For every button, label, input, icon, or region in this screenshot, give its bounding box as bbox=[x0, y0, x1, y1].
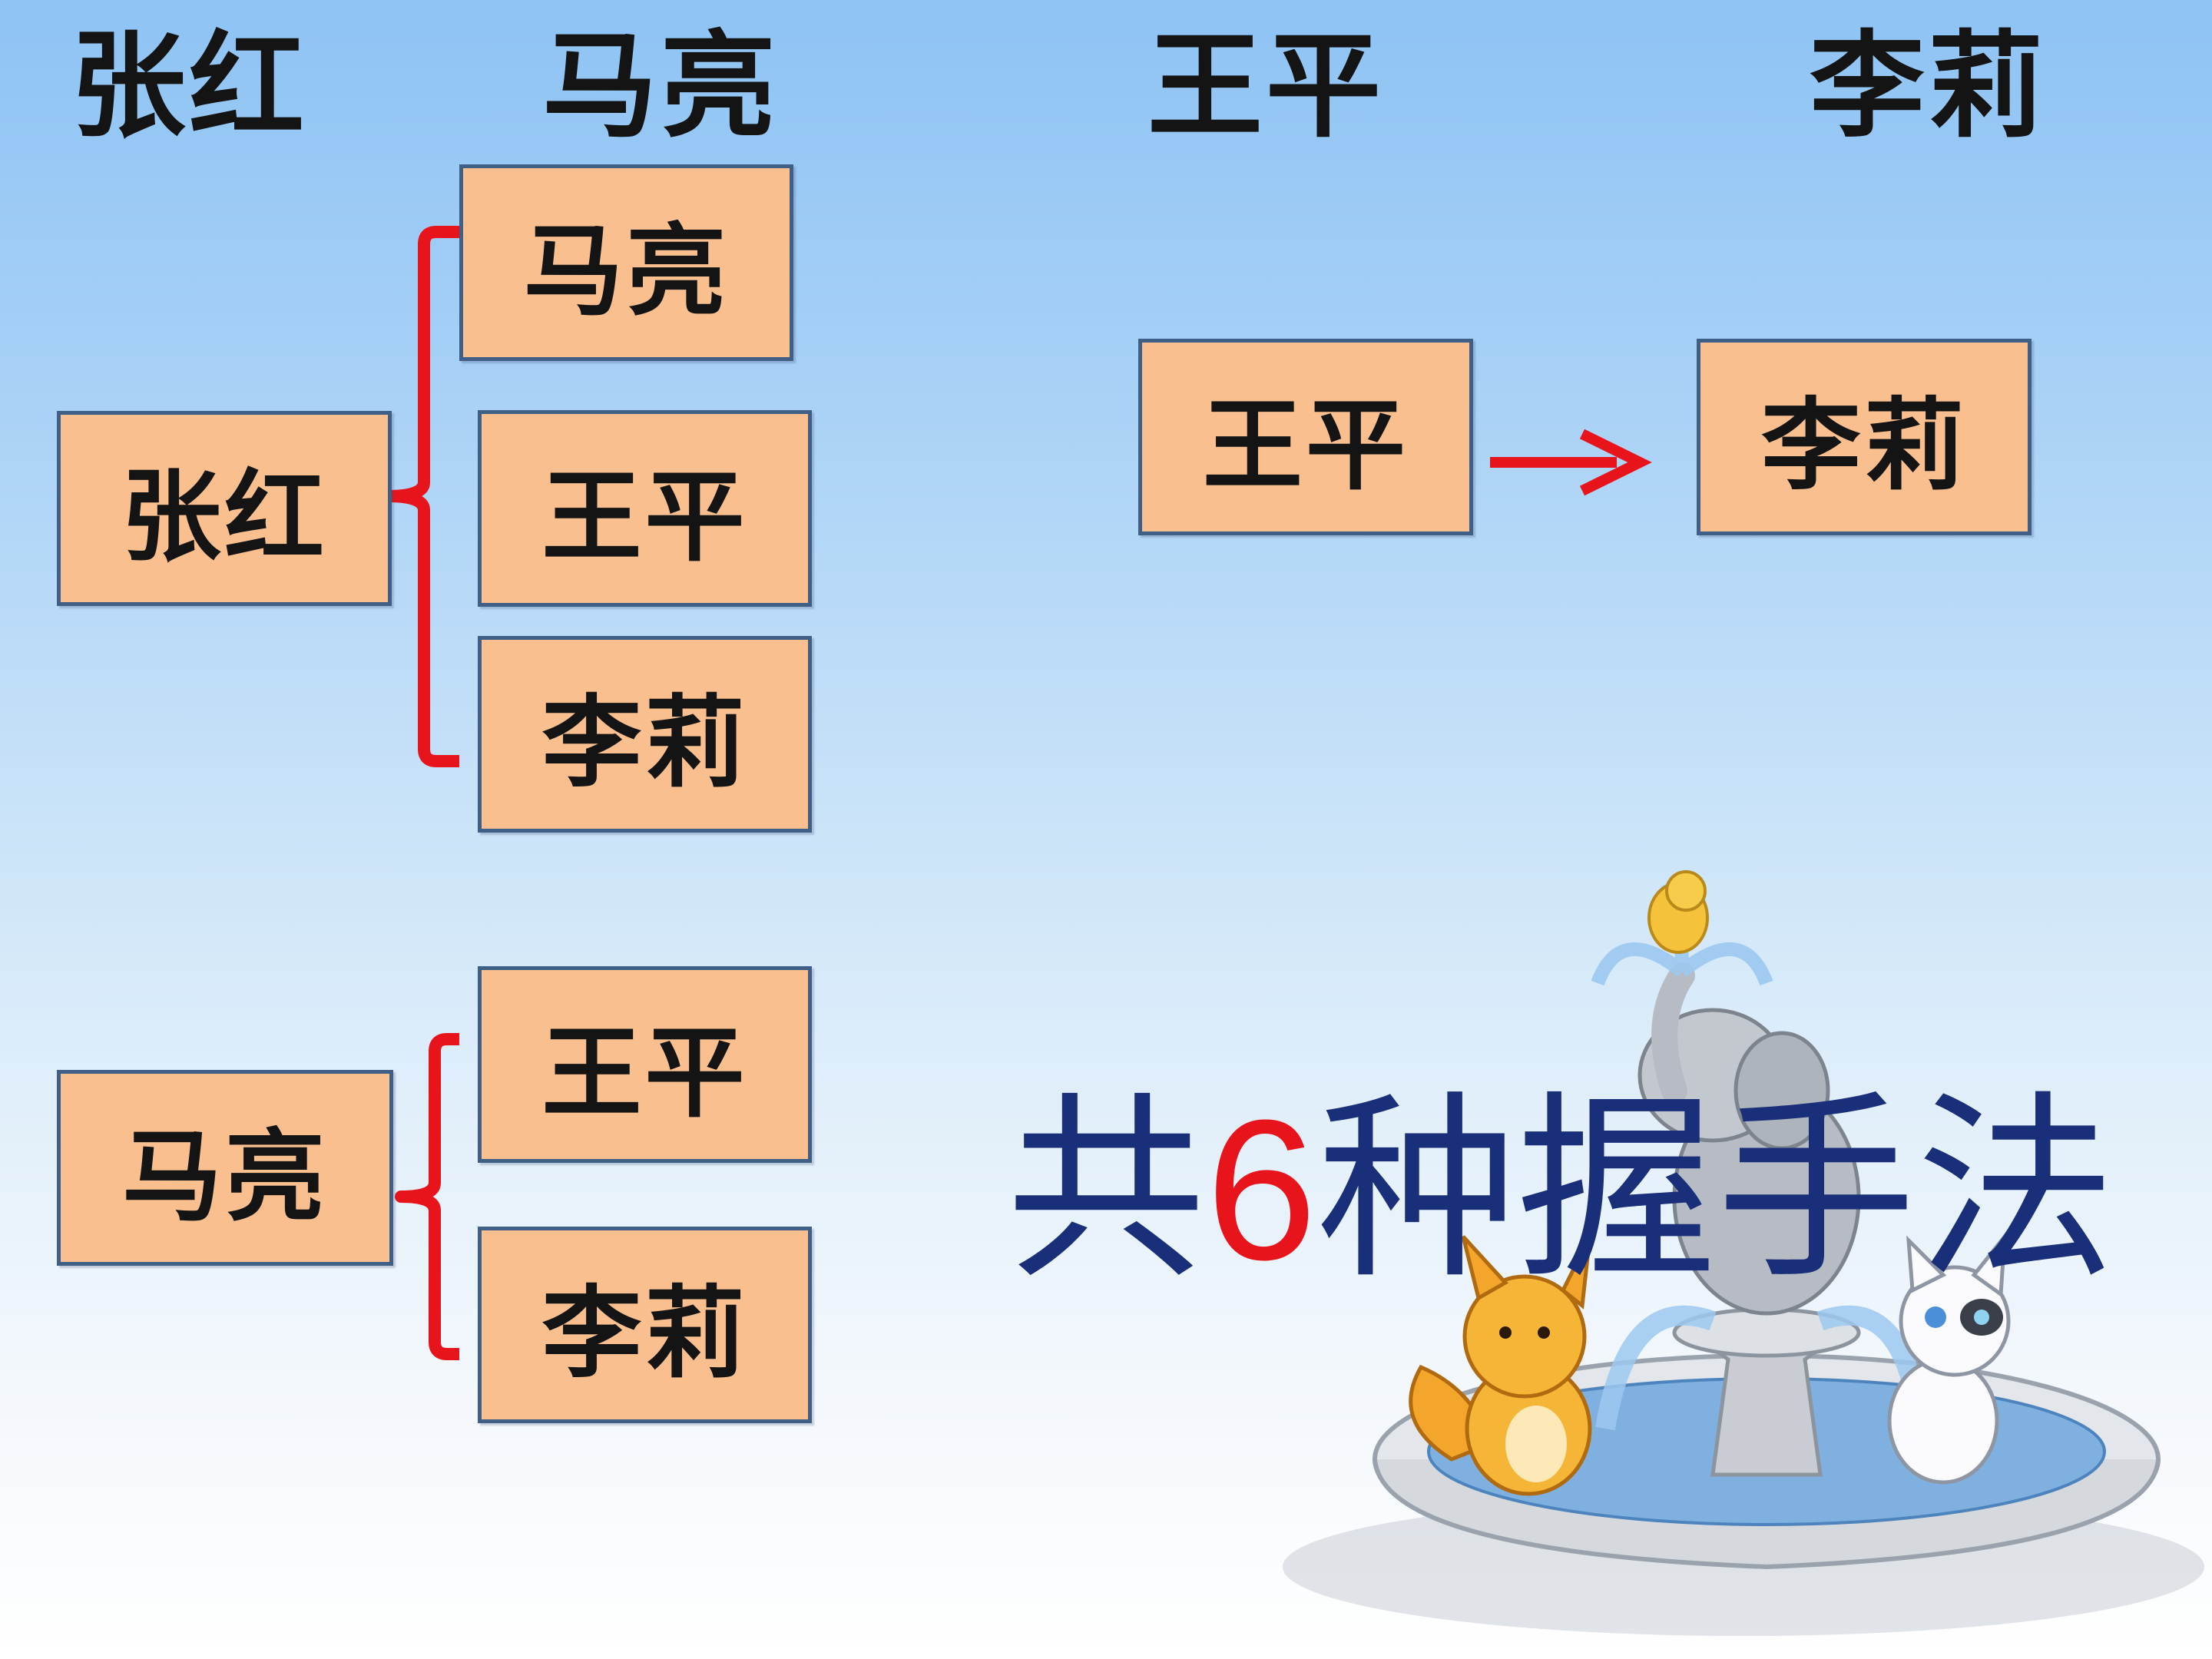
header-zhanghong: 张红 bbox=[71, 20, 308, 154]
source-box-wangping: 王平 bbox=[1138, 339, 1473, 535]
fox-head bbox=[1462, 1274, 1587, 1399]
chick-head bbox=[1665, 870, 1707, 912]
cat-eye-left bbox=[1925, 1306, 1946, 1328]
fox-eye-left bbox=[1499, 1326, 1512, 1339]
summary-prefix: 共 bbox=[1006, 1075, 1206, 1306]
cat-ear-left bbox=[1906, 1235, 1947, 1293]
target-box-lili-3: 李莉 bbox=[1697, 339, 2032, 535]
fox-eye-right bbox=[1538, 1326, 1550, 1339]
fox-ear-left bbox=[1461, 1235, 1508, 1301]
fox-ear-right bbox=[1560, 1235, 1592, 1310]
source-box-maliang: 马亮 bbox=[57, 1070, 393, 1266]
header-wangping: 王平 bbox=[1147, 20, 1385, 154]
cat-ear-right bbox=[1971, 1230, 2008, 1298]
target-box-lili-2: 李莉 bbox=[478, 1227, 812, 1423]
cat-eye-right bbox=[1974, 1310, 1989, 1325]
bracket-maliang bbox=[395, 1033, 459, 1360]
elephant-ear bbox=[1734, 1031, 1830, 1151]
target-box-wangping: 王平 bbox=[478, 410, 812, 607]
target-box-wangping-2: 王平 bbox=[478, 966, 812, 1163]
source-box-zhanghong: 张红 bbox=[57, 411, 392, 606]
elephant-trunk bbox=[1651, 962, 1695, 1104]
summary-count: 6 bbox=[1206, 1079, 1317, 1302]
summary-text: 共6种握手法 bbox=[1006, 1091, 2116, 1290]
target-box-maliang: 马亮 bbox=[459, 164, 793, 361]
summary-suffix: 种握手法 bbox=[1316, 1075, 2116, 1306]
header-maliang: 马亮 bbox=[542, 20, 780, 154]
water-arc-left bbox=[1595, 1305, 1717, 1431]
fox-belly bbox=[1505, 1406, 1567, 1482]
cat-head bbox=[1899, 1265, 2011, 1377]
arrow-head bbox=[1579, 429, 1652, 496]
target-box-lili: 李莉 bbox=[478, 636, 812, 833]
header-lili: 李莉 bbox=[1810, 20, 2047, 154]
